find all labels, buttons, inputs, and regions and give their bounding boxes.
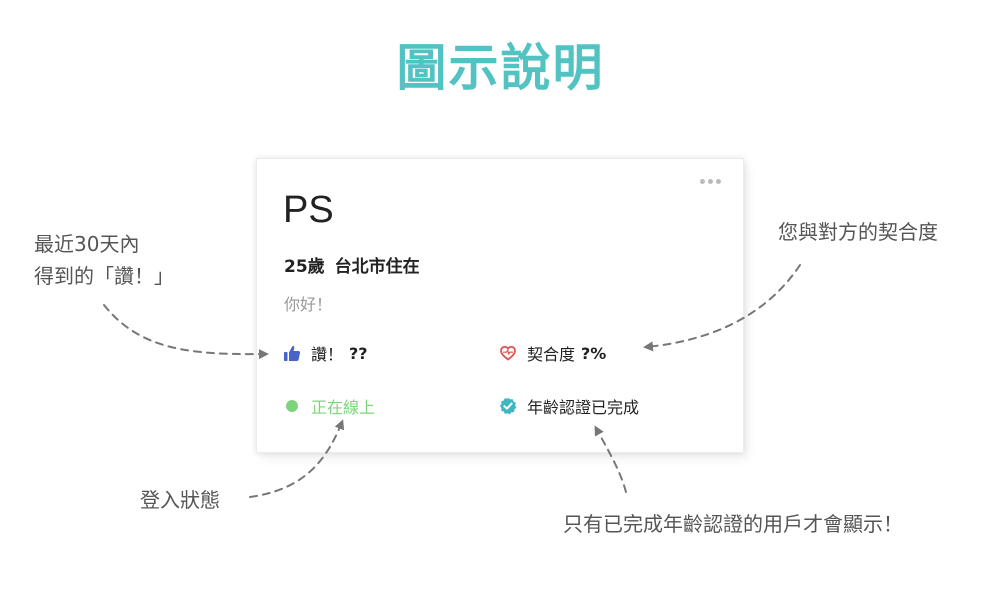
likes-annotation-line2: 得到的「讚！」 — [34, 264, 174, 288]
thumbs-up-icon — [283, 344, 301, 362]
online-status: 正在線上 — [283, 394, 375, 418]
profile-location: 台北市住在 — [334, 257, 420, 277]
likes-annotation-line1: 最近30天內 — [34, 232, 140, 256]
match-annotation: 您與對方的契合度 — [778, 220, 938, 244]
online-label: 正在線上 — [311, 398, 376, 417]
likes-arrow — [103, 304, 269, 360]
match-label: 契合度 — [527, 345, 576, 364]
match-value: ?% — [581, 343, 607, 363]
login-annotation: 登入狀態 — [140, 488, 220, 512]
profile-greeting: 你好！ — [284, 295, 333, 314]
verified-badge-icon — [499, 397, 517, 415]
verified-arrow — [594, 425, 627, 493]
verified-annotation: 只有已完成年齡認證的用戶才會顯示！ — [563, 512, 903, 536]
age-verified-status: 年齡認證已完成 — [499, 394, 639, 418]
login-arrow — [249, 419, 345, 498]
online-dot-icon — [283, 397, 301, 415]
likes-stat: 讚！?? — [283, 341, 368, 365]
profile-card: PS 25歲台北市住在 你好！ 讚！?? 契合度?% 正在線上 — [256, 158, 744, 453]
profile-age: 25歲 — [284, 257, 325, 277]
page-title: 圖示說明 — [396, 39, 605, 97]
likes-annotation: 最近30天內 得到的「讚！」 — [34, 228, 174, 292]
more-options-icon[interactable] — [700, 179, 721, 184]
profile-name: PS — [283, 189, 334, 231]
match-stat: 契合度?% — [499, 341, 606, 365]
likes-label: 讚！ — [311, 345, 344, 364]
verified-label: 年齡認證已完成 — [527, 398, 640, 417]
match-arrow — [643, 264, 801, 352]
likes-value: ?? — [349, 343, 368, 363]
heart-icon — [499, 344, 517, 362]
profile-info: 25歲台北市住在 — [284, 252, 420, 277]
